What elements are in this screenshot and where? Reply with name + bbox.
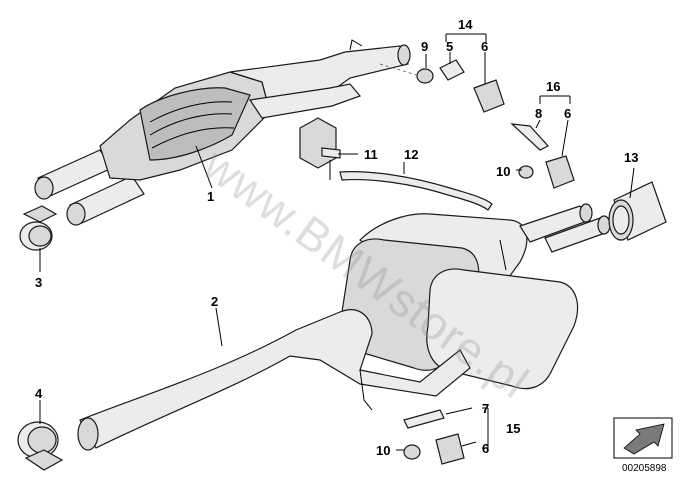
callout-4: 4 <box>35 386 43 401</box>
oxygen-sensor <box>299 117 341 180</box>
callout-1: 1 <box>207 189 214 204</box>
callout-15: 15 <box>506 421 520 436</box>
callout-6-lower: 6 <box>482 441 489 456</box>
callout-10-lower: 10 <box>376 443 390 458</box>
pipe-clamp-front <box>19 205 58 251</box>
leader-lines <box>39 33 635 451</box>
callout-3: 3 <box>35 275 42 290</box>
callout-labels: 1 2 3 4 5 6 6 6 7 8 9 10 10 11 12 13 14 … <box>35 17 638 458</box>
hanger-set-middle <box>510 123 575 189</box>
callout-11: 11 <box>364 147 378 162</box>
hanger-set-upper <box>379 59 505 113</box>
pipe-clamp-rear <box>17 421 64 471</box>
callout-9: 9 <box>421 39 428 54</box>
callout-14: 14 <box>458 17 473 32</box>
callout-5: 5 <box>446 39 453 54</box>
front-direction-arrow-icon <box>613 417 673 459</box>
callout-7: 7 <box>482 401 489 416</box>
rear-silencer <box>340 203 611 390</box>
callout-6-middle: 6 <box>564 106 571 121</box>
callout-12: 12 <box>404 147 418 162</box>
hanger-set-lower <box>403 409 465 465</box>
rear-connecting-pipe <box>77 309 471 451</box>
callout-8: 8 <box>535 106 542 121</box>
callout-13: 13 <box>624 150 638 165</box>
callout-10-middle: 10 <box>496 164 510 179</box>
diagram-reference-number: 00205898 <box>622 463 667 474</box>
vacuum-hose <box>339 171 493 211</box>
tailpipe-trim <box>608 181 667 241</box>
callout-16: 16 <box>546 79 560 94</box>
callout-6-upper: 6 <box>481 39 488 54</box>
callout-2: 2 <box>211 294 218 309</box>
front-pipe-catalytic-converter <box>34 39 411 226</box>
